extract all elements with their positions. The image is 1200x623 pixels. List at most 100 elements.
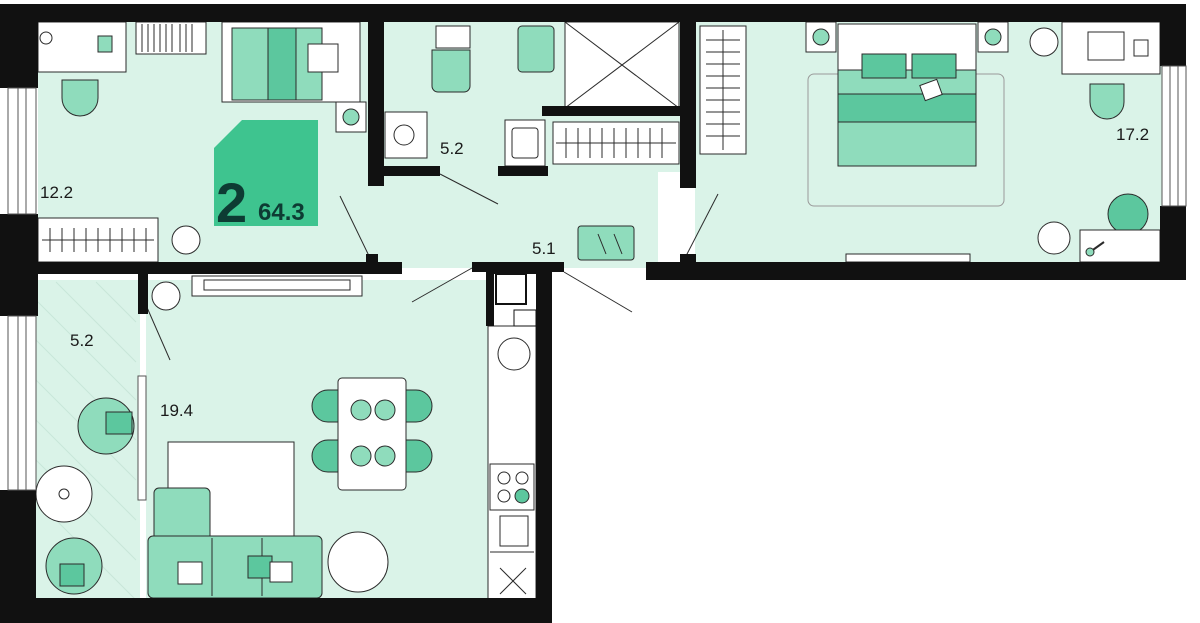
stove [489,463,535,511]
wall-bedroom-bottom [646,262,1186,280]
laptop-icon [1087,31,1125,61]
desk-small-bedroom [37,21,127,73]
bed-small-stripe [267,27,297,101]
window-left-bedroom [7,87,37,215]
wall-bathroom-right [680,4,696,188]
book-icon [1133,39,1149,57]
chair-small-bedroom [61,79,99,117]
plant-icon [1029,27,1059,57]
door-mat [577,225,635,261]
area-label-bedroom-small: 12.2 [40,183,73,202]
plate-icon [374,445,396,467]
pillow-icon [307,43,339,73]
slippers-icon [597,233,623,255]
door-swing [439,173,499,205]
door-swing [563,271,633,313]
nightstand-small [335,101,367,133]
walls [0,4,1186,623]
cutting-board-icon [499,515,529,547]
pillow-icon [247,555,273,579]
plate-icon [350,399,372,421]
area-label-hallway: 5.1 [532,239,556,258]
chair-large-bedroom [1089,83,1125,120]
window-balcony-inner [137,375,147,501]
room-count-badge [214,120,318,226]
burner-icon [515,471,529,485]
plant-icon [151,281,181,311]
pillow-icon [861,53,907,79]
book-icon [97,35,113,53]
bookshelf-books [141,24,193,52]
wall-bathroom-inner [542,106,682,116]
chair-left-bottom [311,439,339,473]
bath-mat [517,25,555,73]
wall-entry-stub [680,254,696,280]
kitchen-sink [497,337,531,371]
bed-double-stripe [837,93,977,123]
plate-icon [350,445,372,467]
pot-icon [514,488,530,504]
area-label-balcony: 5.2 [70,331,94,350]
toilet-seat [431,49,471,93]
bookshelf [135,21,207,55]
lamp-icon [812,28,830,46]
wall-left-upper [0,4,38,88]
side-table [1079,229,1161,263]
burner-icon [497,489,511,503]
guitar-body [1085,247,1095,257]
shaft-box [513,309,537,327]
door-swing [685,193,719,257]
wall-bottom [0,598,552,623]
chair-right-bottom [405,439,433,473]
fridge-icon [499,567,527,595]
sink-basin [511,127,539,159]
wall-bedroom-bathroom [368,4,384,186]
chair-left-top [311,389,339,423]
windows [7,65,1187,501]
wall-kitchen-right [536,262,552,623]
pillow-icon [911,53,957,79]
ottoman-icon [1107,193,1149,235]
burner-icon [497,471,511,485]
pillow-icon [105,411,133,435]
hangers-large [706,39,740,137]
wall-shaft-top [488,262,540,274]
area-label-bathroom: 5.2 [440,139,464,158]
chair-right-top [405,389,433,423]
dining-table [337,377,407,491]
pillow-icon [269,561,293,583]
hangers-hall [556,128,676,158]
toilet [435,25,471,49]
shower-diag [564,21,680,109]
washing-machine-drum [393,124,415,146]
door-swing [339,195,371,259]
wall-shaft-left [486,262,494,326]
total-area: 64.3 [258,199,305,226]
wall-balcony-divider [138,274,148,314]
plant-icon [1037,221,1071,255]
wall-bathroom-bottom-left [368,166,440,176]
room-count: 2 [216,171,247,234]
plant-icon [171,225,201,255]
sofa [147,535,323,599]
book-icon [919,78,943,102]
hangers-small [49,228,147,252]
radiator-bedroom [845,253,971,263]
pillow-icon [59,563,85,587]
ventilation-shaft [495,273,527,305]
tv [203,279,351,291]
cup-icon [58,488,70,500]
wall-bedroom-living [30,262,402,274]
lamp-icon [342,108,360,126]
door-swing [411,267,473,303]
plant-icon [327,531,389,593]
window-right-bedroom [1161,65,1187,207]
window-balcony [7,315,37,491]
plate-icon [374,399,396,421]
wall-bathroom-bottom-right [498,166,548,176]
pillow-icon [177,561,203,585]
doors [141,173,719,361]
wall-top [22,4,1184,22]
kitchen-counter [487,325,537,601]
